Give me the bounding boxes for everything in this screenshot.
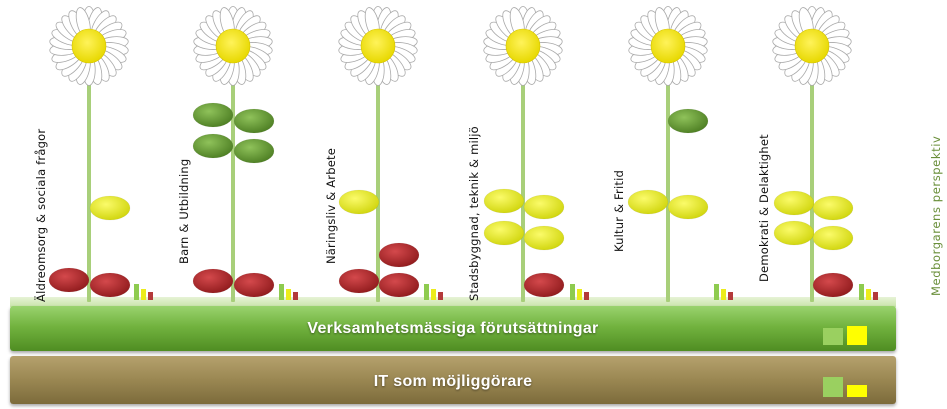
red-leaf (192, 268, 234, 294)
indicator-bar-red (584, 292, 589, 300)
flower-center (360, 28, 396, 64)
red-leaf (378, 242, 420, 268)
red-leaf (338, 268, 380, 294)
flower-center (71, 28, 107, 64)
flower-stem (376, 70, 380, 302)
yellow-leaf (773, 190, 815, 216)
yellow-leaf (627, 189, 669, 215)
it-enabler-label: IT som möjliggörare (373, 373, 533, 390)
flower-head (772, 6, 852, 86)
flower-stem (810, 70, 814, 302)
indicator-bar-green (424, 284, 429, 300)
red-leaf (523, 272, 565, 298)
indicator-bars (859, 284, 878, 300)
flower (338, 6, 420, 302)
green-leaf (233, 138, 275, 164)
flower-label: Näringsliv & Arbete (324, 148, 338, 264)
flower-head (193, 6, 273, 86)
flower-stem (87, 70, 91, 302)
green-leaf (233, 108, 275, 134)
flower-head (338, 6, 418, 86)
flower-label: Kultur & Fritid (612, 170, 626, 252)
business-prerequisites-band: Verksamhetsmässiga förutsättningar (10, 306, 896, 351)
indicator-bar-red (728, 292, 733, 300)
indicator-bars (134, 284, 153, 300)
yellow-leaf (523, 194, 565, 220)
indicator-bar-green (570, 284, 575, 300)
flower-center (650, 28, 686, 64)
flower (48, 6, 131, 302)
red-leaf (812, 272, 854, 298)
red-leaf (233, 272, 275, 298)
red-leaf (378, 272, 420, 298)
yellow-leaf (667, 194, 709, 220)
flower (627, 6, 709, 302)
indicator-bar-yellow (577, 289, 582, 300)
indicator-bars (279, 284, 298, 300)
indicator-bar-yellow (286, 289, 291, 300)
indicator-bar-green (279, 284, 284, 300)
green-square-marker (823, 377, 843, 397)
yellow-square-marker (847, 385, 867, 397)
yellow-square-marker (847, 326, 867, 345)
flower (772, 6, 854, 302)
flower-head (483, 6, 563, 86)
flower-label: Barn & Utbildning (177, 158, 191, 264)
flower-center (794, 28, 830, 64)
flower-center (505, 28, 541, 64)
flower-head (628, 6, 708, 86)
indicator-bar-red (148, 292, 153, 300)
yellow-leaf (338, 189, 380, 215)
indicator-bar-green (134, 284, 139, 300)
yellow-leaf (773, 220, 815, 246)
yellow-leaf (483, 188, 525, 214)
indicator-bar-yellow (431, 289, 436, 300)
flower-label: Stadsbyggnad, teknik & miljö (467, 126, 481, 301)
flower-center (215, 28, 251, 64)
red-leaf (48, 267, 90, 293)
green-leaf (192, 102, 234, 128)
flower-stem (231, 70, 235, 302)
flower (192, 6, 275, 302)
indicator-bar-yellow (721, 289, 726, 300)
indicator-bars (570, 284, 589, 300)
yellow-leaf (523, 225, 565, 251)
indicator-bar-red (293, 292, 298, 300)
indicator-bar-yellow (866, 289, 871, 300)
green-square-marker (823, 328, 843, 345)
green-leaf (192, 133, 234, 159)
indicator-bars (424, 284, 443, 300)
yellow-leaf (89, 195, 131, 221)
ground-strip (10, 297, 896, 307)
indicator-bar-green (714, 284, 719, 300)
flower-label: Äldreomsorg & sociala frågor (34, 128, 48, 302)
green-leaf (667, 108, 709, 134)
red-leaf (89, 272, 131, 298)
citizen-perspective-label: Medborgarens perspektiv (929, 135, 943, 296)
it-enabler-band: IT som möjliggörare (10, 356, 896, 404)
yellow-leaf (812, 195, 854, 221)
flower (483, 6, 565, 302)
indicator-bar-red (438, 292, 443, 300)
indicator-bar-red (873, 292, 878, 300)
indicator-bars (714, 284, 733, 300)
flower-stem (666, 70, 670, 302)
indicator-bar-yellow (141, 289, 146, 300)
yellow-leaf (483, 220, 525, 246)
flower-stem (521, 70, 525, 302)
flower-label: Demokrati & Delaktighet (757, 134, 771, 282)
flower-head (49, 6, 129, 86)
business-prerequisites-label: Verksamhetsmässiga förutsättningar (307, 320, 599, 337)
yellow-leaf (812, 225, 854, 251)
indicator-bar-green (859, 284, 864, 300)
